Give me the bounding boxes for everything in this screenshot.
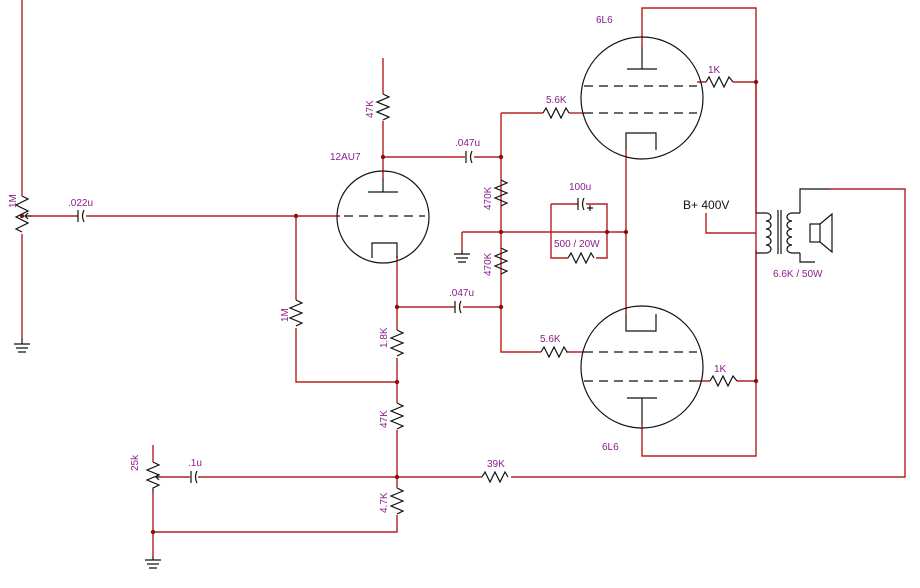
- speaker-icon: [809, 212, 833, 254]
- bias-res-bottom-label: 470K: [483, 252, 494, 276]
- input-pot-label: 1M: [8, 194, 19, 208]
- feedback-cap-label: .1u: [188, 458, 202, 469]
- plate-resistor: [375, 93, 391, 121]
- screen-res-top-label: 1K: [708, 65, 721, 76]
- top-cap-label: .047u: [455, 138, 480, 149]
- power-tube-bottom-label: 6L6: [602, 442, 619, 453]
- screen-resistor-bottom: [709, 374, 738, 388]
- ground-symbol-feedback: [145, 556, 161, 569]
- power-tube-top-label: 6L6: [596, 15, 613, 26]
- screen-resistor-top: [705, 75, 734, 89]
- tail-resistor: [389, 402, 405, 430]
- bias-resistor-bottom: [493, 247, 509, 275]
- grid-leak-resistor: [288, 299, 304, 327]
- grid-res-bottom-label: 5.6K: [540, 334, 561, 345]
- preamp-tube-label: 12AU7: [330, 152, 361, 163]
- grid-res-top-label: 5.6K: [546, 95, 567, 106]
- input-capacitor: [77, 209, 85, 223]
- cathode-res-label: 500 / 20W: [554, 239, 600, 250]
- power-tube-bottom: [580, 305, 704, 429]
- input-potentiometer: [14, 195, 31, 233]
- plate-res-label: 47K: [365, 100, 376, 118]
- cathode-cap-label: 100u: [569, 182, 591, 193]
- tail-res-label: 47K: [379, 410, 390, 428]
- preamp-tube: [336, 170, 430, 264]
- power-tube-top: [580, 36, 704, 160]
- ground-symbol-bias: [454, 250, 470, 263]
- feedback-potentiometer: [145, 461, 161, 492]
- supply-label: B+ 400V: [683, 198, 729, 212]
- grid-resistor-bottom: [540, 345, 568, 359]
- junctions: [19, 79, 759, 535]
- bias-res-top-label: 470K: [483, 186, 494, 210]
- feedback-capacitor: [190, 470, 198, 484]
- bottom-resistor: [389, 487, 405, 515]
- cathode-res-small-label: 1.8K: [379, 327, 390, 348]
- output-transformer: [756, 188, 830, 263]
- cathode-resistor-small: [389, 329, 405, 357]
- feedback-res-label: 39K: [487, 459, 505, 470]
- grid-resistor-top: [542, 106, 570, 120]
- grid-leak-label: 1M: [280, 308, 291, 322]
- feedback-resistor: [481, 470, 509, 484]
- bias-resistor-top: [493, 179, 509, 207]
- bottom-coupling-capacitor: [454, 300, 462, 314]
- cathode-bypass-capacitor: [577, 197, 593, 211]
- top-coupling-capacitor: [465, 150, 473, 164]
- transformer-label: 6.6K / 50W: [773, 269, 823, 280]
- cathode-resistor: [567, 251, 595, 265]
- bottom-res-label: 4.7K: [379, 492, 390, 513]
- input-cap-label: .022u: [68, 198, 93, 209]
- feedback-pot-label: 25k: [130, 454, 141, 471]
- ground-symbol-input: [14, 338, 30, 353]
- screen-res-bottom-label: 1K: [714, 364, 727, 375]
- bottom-cap-label: .047u: [449, 288, 474, 299]
